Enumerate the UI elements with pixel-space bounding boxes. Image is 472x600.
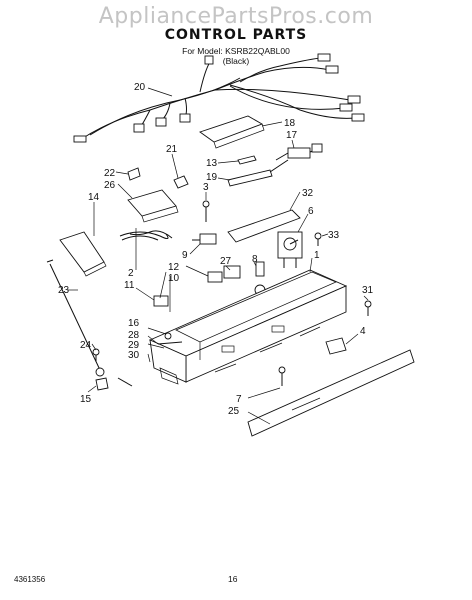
spring-28[interactable]: [157, 341, 183, 345]
clip-15[interactable]: [95, 377, 109, 391]
callout-22: 22: [104, 168, 116, 179]
callout-33: 33: [328, 230, 340, 241]
document-number: 4361356: [14, 575, 46, 584]
harness-connector-a: [133, 123, 145, 133]
harness-connector-right-b: [347, 95, 361, 104]
cover-26[interactable]: [127, 189, 179, 223]
screw-24[interactable]: [92, 348, 100, 362]
callout-24: 24: [80, 340, 92, 351]
color-line: (Black): [222, 56, 250, 66]
model-line: For Model: KSRB22QABL00: [182, 46, 290, 56]
callout-9: 9: [182, 250, 188, 261]
washer-29[interactable]: [95, 367, 105, 377]
callout-7: 7: [236, 394, 242, 405]
callout-25: 25: [228, 406, 240, 417]
harness-connector-right-c: [339, 103, 353, 112]
block-27[interactable]: [223, 265, 241, 279]
callout-27: 27: [220, 256, 232, 267]
callout-29: 29: [128, 340, 140, 351]
callout-30: 30: [128, 350, 140, 361]
callout-17: 17: [286, 130, 298, 141]
callout-20: 20: [134, 82, 146, 93]
insulation-32[interactable]: [227, 209, 301, 243]
callout-10: 10: [168, 273, 180, 284]
harness-connector-right-d: [351, 113, 365, 122]
harness-connector-b: [155, 117, 167, 127]
rod-23[interactable]: [46, 259, 101, 371]
harness-connector-c: [179, 113, 191, 123]
connector-12[interactable]: [207, 271, 223, 283]
bushing-16[interactable]: [164, 332, 172, 340]
harness-connector-top: [204, 55, 214, 65]
watermark: AppliancePartsPros.com: [98, 4, 374, 29]
callout-labels: 20 18 17 13 19 21 22 26 14 3 32 6 33 9 1…: [58, 82, 374, 417]
screw-13[interactable]: [237, 155, 257, 165]
callout-2: 2: [128, 268, 134, 279]
callout-21: 21: [166, 144, 178, 155]
callout-3: 3: [203, 182, 209, 193]
control-housing-1[interactable]: [148, 269, 348, 385]
sensor-17[interactable]: [275, 143, 323, 161]
callout-28: 28: [128, 330, 140, 341]
callout-1: 1: [314, 250, 320, 261]
thermistor-19[interactable]: [227, 159, 289, 187]
model-subtitle: For Model: KSRB22QABL00 (Black): [0, 46, 472, 66]
screw-33[interactable]: [314, 232, 322, 246]
link-30[interactable]: [117, 377, 133, 387]
temperature-control-6[interactable]: [277, 231, 303, 268]
cover-14[interactable]: [59, 231, 107, 277]
callout-13: 13: [206, 158, 218, 169]
clip-4[interactable]: [325, 337, 347, 355]
callout-14: 14: [88, 192, 100, 203]
clip-22[interactable]: [127, 167, 141, 181]
callout-19: 19: [206, 172, 218, 183]
shield-part-18[interactable]: [199, 115, 265, 149]
wire-harness[interactable]: [73, 53, 365, 143]
callout-15: 15: [80, 394, 92, 405]
screw-31[interactable]: [364, 300, 372, 316]
leader-lines: [68, 87, 369, 425]
diagram-title: CONTROL PARTS: [164, 27, 308, 43]
harness-connector-top-right: [317, 53, 331, 62]
callout-31: 31: [362, 285, 374, 296]
callout-23: 23: [58, 285, 70, 296]
screw-3[interactable]: [202, 200, 210, 222]
callout-26: 26: [104, 180, 116, 191]
callout-6: 6: [308, 206, 314, 217]
harness-connector-right-a: [325, 65, 339, 74]
callout-4: 4: [360, 326, 366, 337]
clip-21[interactable]: [173, 175, 189, 189]
callout-12: 12: [168, 262, 180, 273]
tube-2[interactable]: [119, 231, 169, 241]
callout-18: 18: [284, 118, 296, 129]
trim-25[interactable]: [247, 349, 415, 437]
bracket-11[interactable]: [153, 295, 169, 307]
harness-connector-left: [73, 135, 87, 143]
page-number: 16: [228, 574, 238, 584]
switch-9[interactable]: [129, 230, 217, 245]
callout-16: 16: [128, 318, 140, 329]
callout-32: 32: [302, 188, 314, 199]
screw-7[interactable]: [278, 366, 286, 386]
callout-8: 8: [252, 254, 258, 265]
callout-11: 11: [124, 280, 135, 291]
